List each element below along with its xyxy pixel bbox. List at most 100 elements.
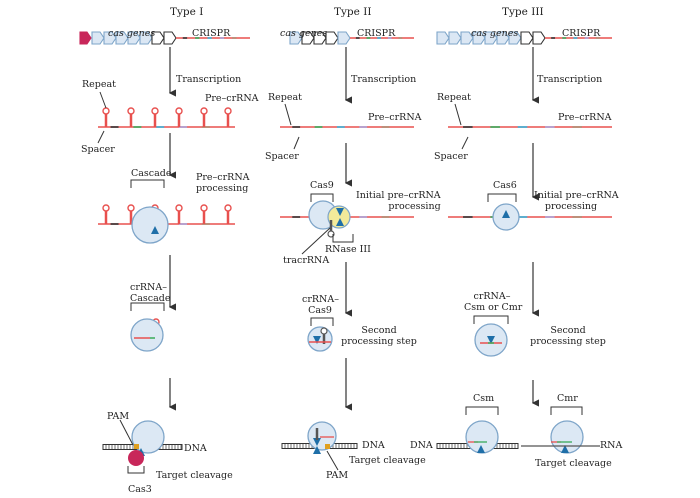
leader-line xyxy=(301,227,331,255)
bracket xyxy=(130,179,165,188)
panel-title-type-3: Type III xyxy=(502,6,544,18)
crispr-label: CRISPR xyxy=(192,28,231,39)
mature-line-1: crRNA– xyxy=(130,282,167,293)
pre-crrna-label: Pre–crRNA xyxy=(368,112,422,123)
processing-line-2: processing xyxy=(196,183,249,194)
dna-label: DNA xyxy=(362,440,385,451)
cas-genes-label: cas genes xyxy=(280,28,328,39)
rnase-iii-label: RNase III xyxy=(325,244,371,255)
spacer-label: Spacer xyxy=(434,151,468,162)
brackets-and-leaders xyxy=(97,91,600,474)
cas1-gene-icon xyxy=(79,31,92,45)
bracket xyxy=(487,193,517,202)
repeat-label: Repeat xyxy=(82,79,116,90)
second-line-1: Second xyxy=(550,325,586,336)
processing-line-2: processing xyxy=(544,201,598,212)
repeat-hairpin xyxy=(224,204,232,212)
repeat-hairpin xyxy=(175,204,183,212)
bracket xyxy=(473,315,509,324)
repeat-hairpin xyxy=(151,107,159,115)
crispr-label: CRISPR xyxy=(562,28,601,39)
second-line-2: processing step xyxy=(530,336,606,347)
rna-label: RNA xyxy=(600,440,623,451)
pam-marker xyxy=(134,444,139,449)
bracket xyxy=(130,302,165,311)
leader-line xyxy=(293,136,300,150)
cas3-label: Cas3 xyxy=(128,484,152,495)
cas-gene-clusters xyxy=(79,31,546,45)
bracket xyxy=(465,406,499,415)
bracket xyxy=(310,317,334,326)
target-cleavage-label: Target cleavage xyxy=(349,455,426,466)
repeat-hairpin xyxy=(102,107,110,115)
crrna-cas9-complex xyxy=(307,326,333,352)
repeat-hairpin xyxy=(200,204,208,212)
cas-gene-icon xyxy=(115,31,129,45)
pam-label: PAM xyxy=(326,470,349,481)
cleavage-site-icon xyxy=(561,445,569,453)
dna-label: DNA xyxy=(410,440,433,451)
cas-gene-icon xyxy=(301,31,315,45)
pre-crrna-label: Pre–crRNA xyxy=(205,93,259,104)
processing-line-2: processing xyxy=(388,201,441,212)
cas-genes-label: cas genes xyxy=(108,28,156,39)
leader-line xyxy=(119,419,134,446)
crrna-cascade-label: crRNA–Cascade xyxy=(130,282,171,304)
repeat-hairpin xyxy=(127,107,135,115)
cleavage-site-icon xyxy=(313,446,321,454)
bracket xyxy=(127,466,145,474)
processing-line-1: Initial pre–crRNA xyxy=(356,190,441,201)
second-line-1: Second xyxy=(361,325,397,336)
mature-line-2: Cas9 xyxy=(308,305,332,316)
cleavage-site-icon xyxy=(313,336,321,344)
processing-line-1: Initial pre–crRNA xyxy=(534,190,619,201)
leader-line xyxy=(461,136,469,150)
crrna-csm-cmr-label: crRNA–Csm or Cmr xyxy=(464,291,523,313)
cas-gene-icon xyxy=(103,31,117,45)
cleavage-site-icon xyxy=(336,208,344,216)
cleavage-site-icon xyxy=(313,438,321,446)
cas-gene-icon xyxy=(448,31,462,45)
cascade-label: Cascade xyxy=(131,168,172,179)
target-cleavage-label: Target cleavage xyxy=(156,470,233,481)
cas-gene-icon xyxy=(337,31,351,45)
transcription-label: Transcription xyxy=(351,74,417,85)
cas9-gene-icon xyxy=(289,31,303,45)
mature-line-2: Cascade xyxy=(130,293,171,304)
repeat-hairpin xyxy=(200,107,208,115)
cleavage-site-icon xyxy=(336,218,344,226)
cas-gene-icon xyxy=(484,31,498,45)
leader-line xyxy=(326,450,339,471)
cas-gene-icon xyxy=(313,31,327,45)
cascade-complex xyxy=(131,206,169,244)
cas-gene-icon xyxy=(532,31,546,45)
panel-title-type-1: Type I xyxy=(170,6,204,18)
processing-line-1: Pre–crRNA xyxy=(196,172,250,183)
mature-line-2: Csm or Cmr xyxy=(464,302,523,313)
cleavage-site-icon xyxy=(151,226,159,234)
leader-line xyxy=(97,130,105,144)
spacer-label: Spacer xyxy=(265,151,299,162)
cascade-target-complex xyxy=(131,420,165,454)
bracket xyxy=(332,234,354,243)
cas-gene-icon xyxy=(460,31,474,45)
pam-label: PAM xyxy=(107,411,130,422)
cas-gene-icon xyxy=(127,31,141,45)
cleavage-site-icon xyxy=(477,445,485,453)
cas-gene-icon xyxy=(91,31,105,45)
cas-gene-icon xyxy=(520,31,534,45)
target-cleavage-label: Target cleavage xyxy=(535,458,612,469)
pam-marker xyxy=(325,444,330,449)
cas3-nuclease xyxy=(128,450,144,466)
leader-line xyxy=(99,91,107,109)
bracket xyxy=(310,193,334,202)
transcription-label: Transcription xyxy=(176,74,242,85)
repeat-label: Repeat xyxy=(437,92,471,103)
pre-crrna-label: Pre–crRNA xyxy=(558,112,612,123)
repeat-hairpin xyxy=(175,107,183,115)
cas-gene-icon xyxy=(436,31,450,45)
